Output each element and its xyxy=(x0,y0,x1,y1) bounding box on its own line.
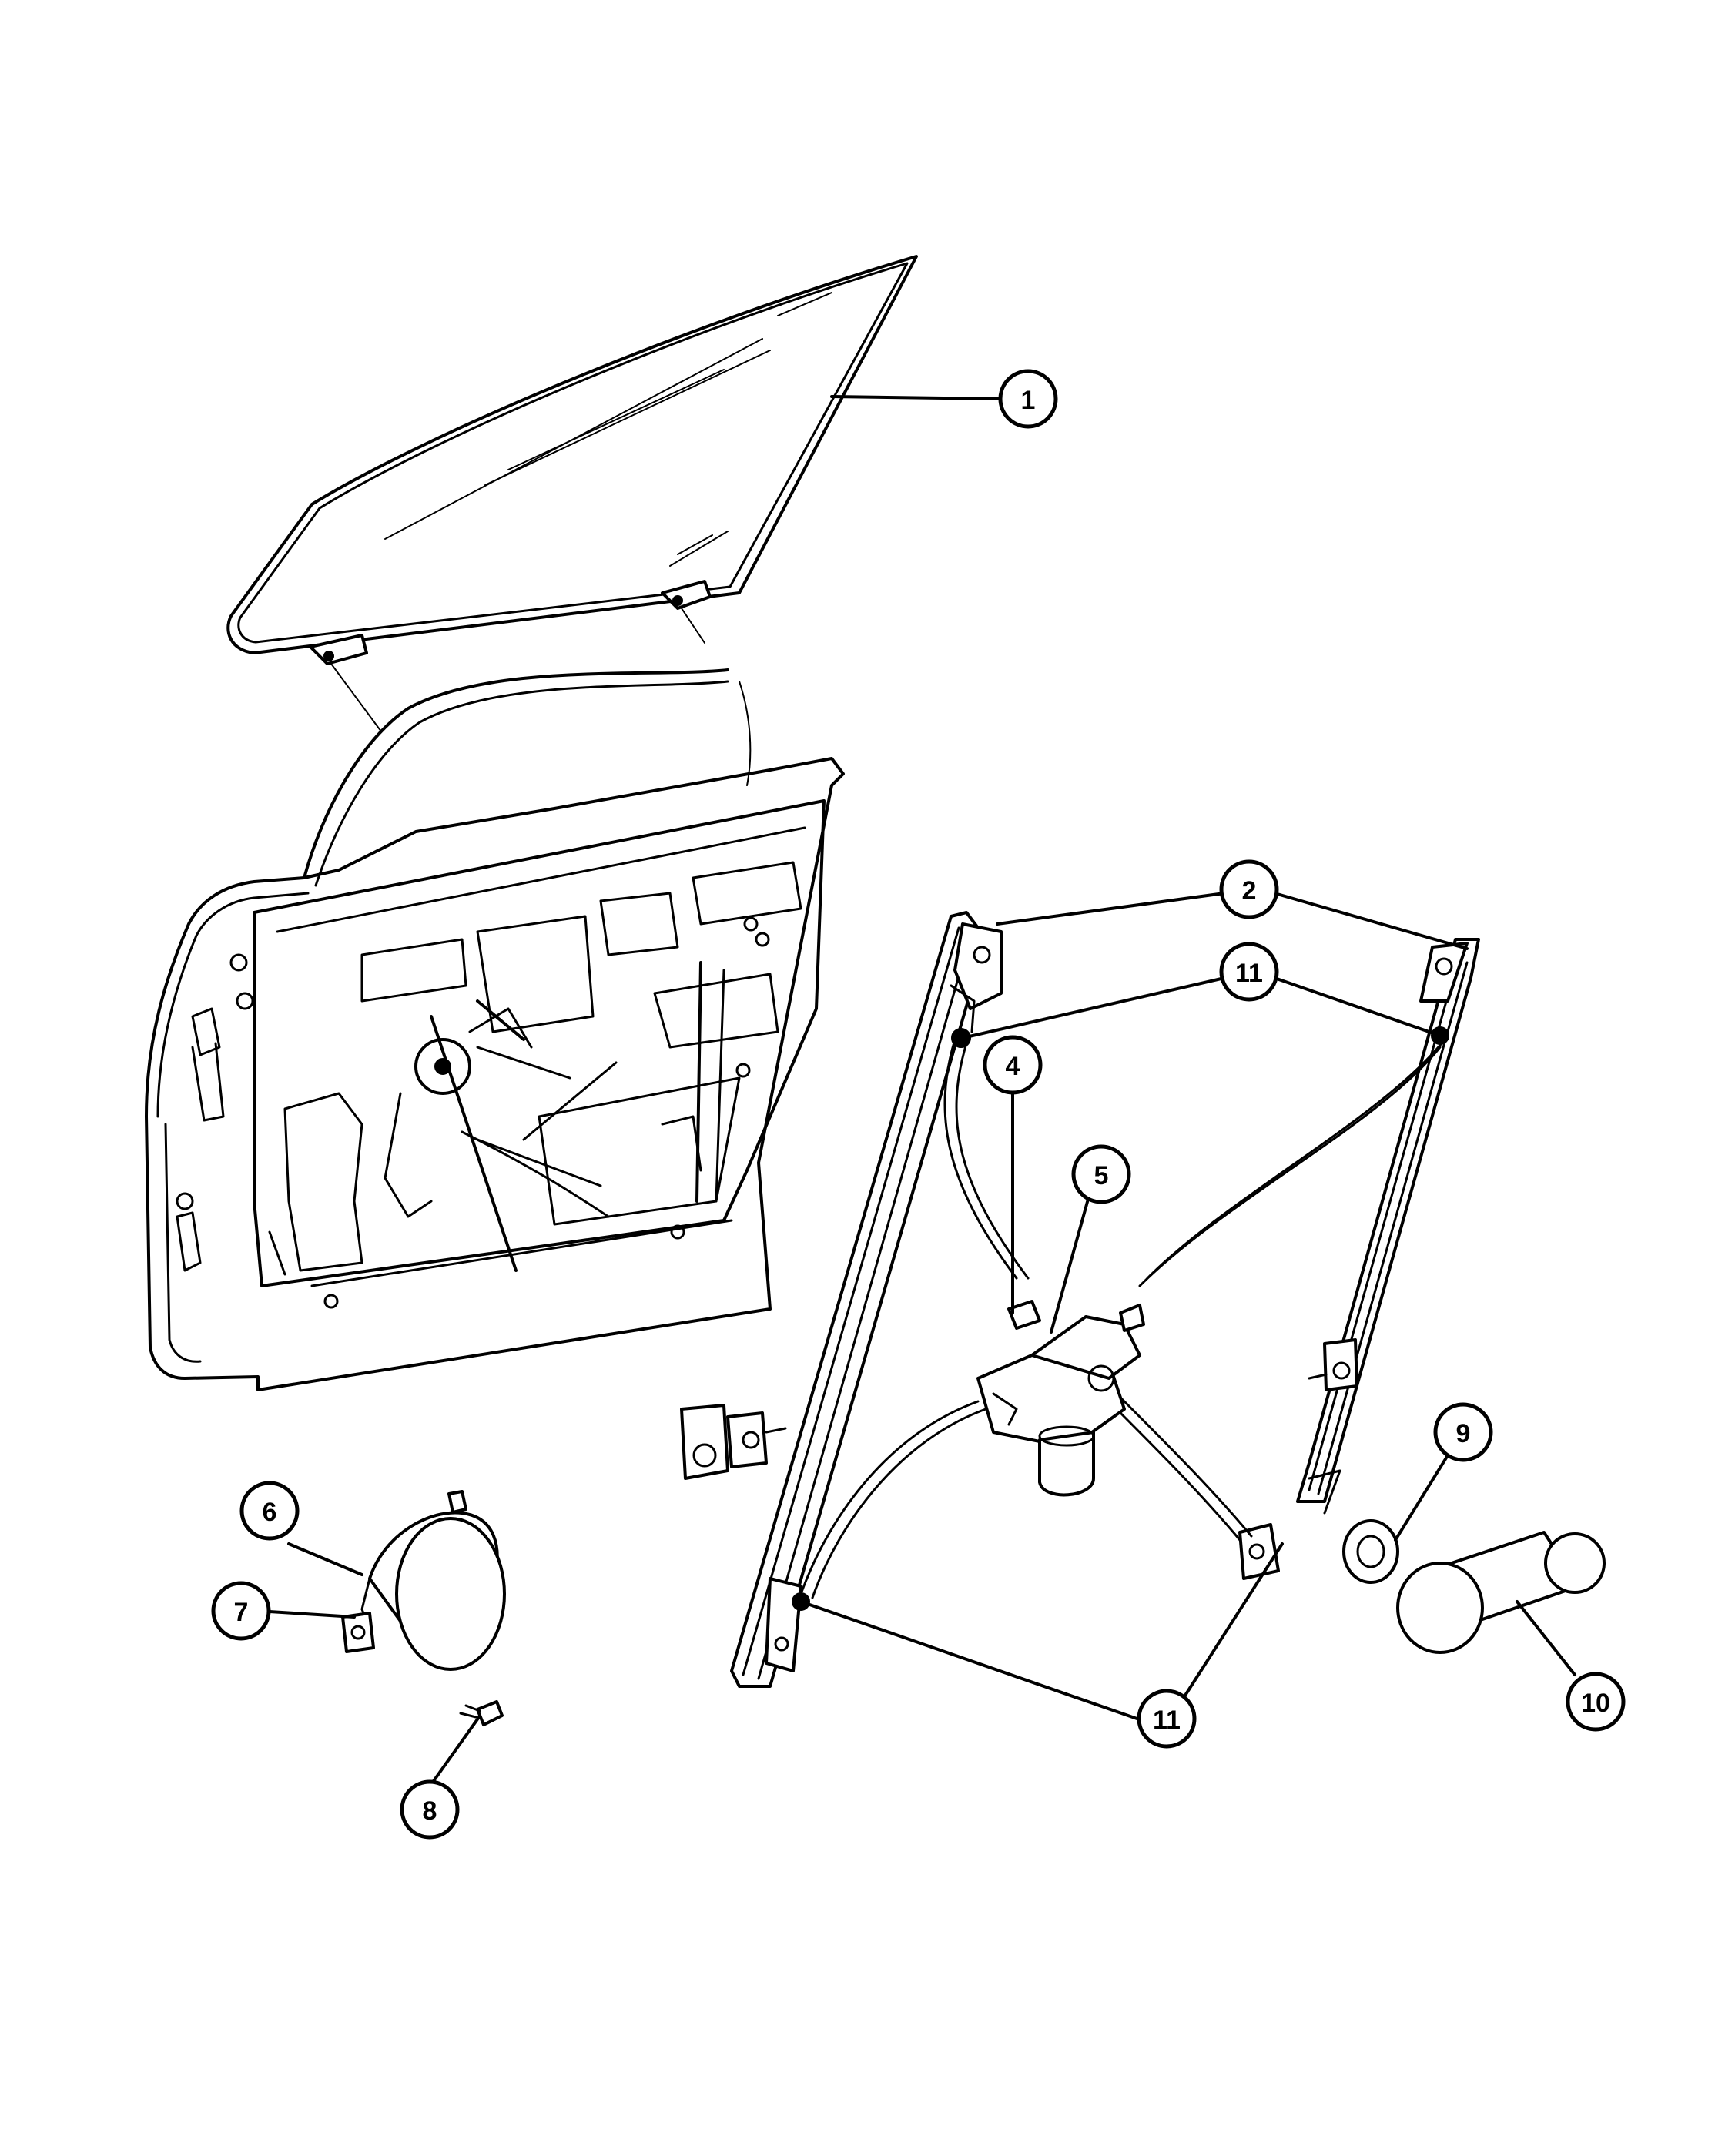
svg-text:1: 1 xyxy=(1021,386,1036,415)
svg-text:7: 7 xyxy=(234,1598,249,1627)
callout-11-top: 11 xyxy=(1219,942,1279,1002)
svg-text:5: 5 xyxy=(1094,1161,1109,1190)
callout-8: 8 xyxy=(400,1779,460,1840)
svg-text:8: 8 xyxy=(423,1796,437,1826)
callout-7: 7 xyxy=(211,1581,271,1641)
door-glass xyxy=(226,255,918,732)
crank-handle-parts xyxy=(1342,1519,1606,1654)
callout-5: 5 xyxy=(1071,1144,1131,1204)
callout-2: 2 xyxy=(1219,859,1279,919)
callout-1: 1 xyxy=(998,369,1058,429)
leader-lines xyxy=(268,395,1576,1788)
callout-6: 6 xyxy=(239,1481,300,1541)
callout-9: 9 xyxy=(1433,1402,1493,1462)
door-speaker xyxy=(341,1490,506,1726)
svg-text:11: 11 xyxy=(1235,959,1263,988)
svg-text:9: 9 xyxy=(1456,1419,1471,1448)
svg-text:10: 10 xyxy=(1581,1689,1610,1718)
door-shell xyxy=(145,668,845,1391)
svg-text:4: 4 xyxy=(1006,1052,1020,1081)
svg-text:6: 6 xyxy=(263,1498,277,1527)
svg-text:2: 2 xyxy=(1242,876,1257,906)
window-regulator-assembly xyxy=(680,911,1480,1688)
callout-10: 10 xyxy=(1566,1672,1626,1732)
callout-11-bottom: 11 xyxy=(1137,1689,1197,1749)
svg-text:11: 11 xyxy=(1153,1706,1181,1735)
callout-4: 4 xyxy=(983,1035,1043,1095)
